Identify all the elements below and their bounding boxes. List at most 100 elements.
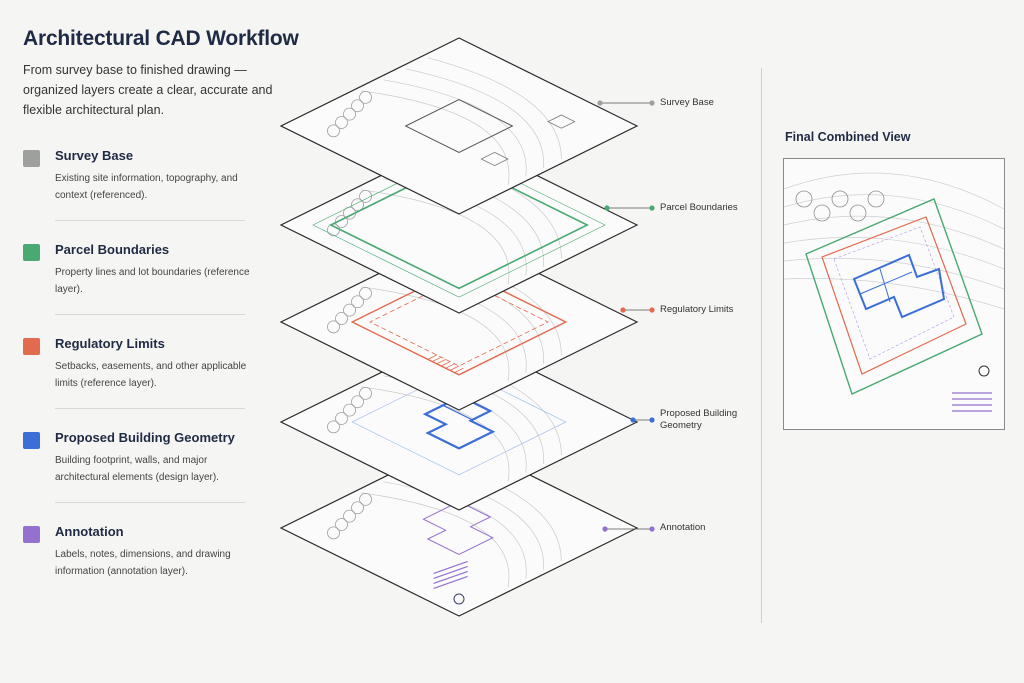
- tree-symbol: [867, 190, 885, 208]
- contour-line: [783, 237, 1005, 270]
- outbuilding: [547, 114, 576, 129]
- legend-desc: Existing site information, topography, a…: [55, 173, 238, 201]
- callout-survey-base: Survey Base: [660, 97, 714, 108]
- leader-end-dot: [649, 526, 655, 532]
- layer-stack-diagram: [279, 37, 655, 617]
- leader-dot: [620, 307, 626, 313]
- leader-end-dot: [649, 205, 655, 211]
- tree-symbol: [343, 509, 356, 523]
- legend-name: Proposed Building Geometry: [55, 430, 235, 445]
- page-subtitle: From survey base to finished drawing — o…: [23, 63, 273, 117]
- north-arrow-icon: [453, 593, 465, 605]
- title-block-line: [433, 570, 468, 584]
- tree-symbol: [359, 286, 372, 300]
- contour-line: [361, 386, 510, 482]
- final-combined-view: [783, 158, 1005, 430]
- contour-line: [361, 492, 510, 588]
- layer-sheet-building: [279, 333, 639, 511]
- swatch-survey-base: [23, 150, 40, 167]
- building-footprint: [852, 253, 946, 319]
- callout-annotation: Annotation: [660, 522, 706, 533]
- building-footprint: [422, 395, 496, 450]
- contour-line: [361, 90, 510, 186]
- contour-line: [427, 57, 562, 160]
- tree-symbol: [351, 198, 364, 212]
- swatch-proposed-building: [23, 432, 40, 449]
- callout-parcel-boundaries: Parcel Boundaries: [660, 202, 738, 213]
- parcel-offset: [312, 152, 606, 298]
- outbuilding: [480, 151, 509, 167]
- tree-symbol: [343, 403, 356, 417]
- legend-name: Annotation: [55, 524, 124, 539]
- tree-symbol: [335, 412, 348, 425]
- tree-symbol: [831, 190, 849, 208]
- tree-symbol: [351, 295, 364, 309]
- tree-symbol: [335, 518, 348, 531]
- interior-wall: [859, 271, 913, 295]
- annotated-footprint: [422, 501, 494, 555]
- leader-dot: [604, 205, 610, 211]
- contour-line: [783, 215, 1005, 250]
- swatch-parcel-boundaries: [23, 244, 40, 261]
- sheet-outline: [279, 233, 639, 411]
- callout-proposed-building: Proposed Building Geometry: [660, 408, 738, 431]
- tree-symbol: [327, 420, 340, 434]
- title-block-line: [433, 575, 468, 589]
- contour-line: [361, 286, 510, 382]
- legend-desc: Labels, notes, dimensions, and drawing i…: [55, 549, 231, 577]
- legend-divider: [55, 408, 245, 409]
- interior-wall: [442, 404, 473, 421]
- legend-desc: Setbacks, easements, and other applicabl…: [55, 361, 247, 389]
- tree-symbol: [343, 107, 356, 121]
- hatch-line: [458, 370, 469, 376]
- leader-end-dot: [649, 307, 655, 313]
- sheet-outline: [279, 136, 639, 314]
- tree-symbol: [335, 116, 348, 129]
- parcel-boundary: [328, 160, 590, 290]
- swatch-regulatory-limits: [23, 338, 40, 355]
- hatch-line: [449, 365, 460, 371]
- tree-symbol: [335, 312, 348, 325]
- sheet-outline: [279, 439, 639, 617]
- parcel-boundary: [805, 198, 983, 395]
- tree-symbol: [351, 395, 364, 409]
- contour-line: [783, 194, 1005, 230]
- tree-symbol: [335, 215, 348, 228]
- tree-symbol: [795, 190, 813, 208]
- tree-symbol: [327, 320, 340, 334]
- leader-dot: [597, 100, 603, 106]
- legend-desc: Building footprint, walls, and major arc…: [55, 455, 219, 483]
- tree-symbol: [327, 124, 340, 138]
- page-title: Architectural CAD Workflow: [23, 27, 299, 50]
- north-arrow-icon: [978, 365, 990, 377]
- vertical-divider: [761, 68, 762, 623]
- layer-sheet-annotation: [279, 439, 639, 617]
- sheet-outline: [279, 37, 639, 215]
- layer-sheet-parcel: [279, 136, 639, 314]
- final-view-title: Final Combined View: [785, 130, 911, 144]
- legend-desc: Property lines and lot boundaries (refer…: [55, 267, 250, 295]
- sheet-outline: [279, 333, 639, 511]
- reference-outline: [351, 368, 567, 476]
- contour-line: [361, 189, 510, 285]
- final-combined-drawing: [783, 172, 1005, 412]
- dimension-outline: [833, 226, 955, 360]
- contour-line: [783, 278, 1005, 310]
- tree-symbol: [343, 303, 356, 317]
- legend-name: Regulatory Limits: [55, 336, 165, 351]
- legend-name: Parcel Boundaries: [55, 242, 170, 257]
- tree-symbol: [351, 501, 364, 515]
- title-block-line: [433, 565, 468, 579]
- legend-divider: [55, 314, 245, 315]
- leader-end-dot: [649, 417, 655, 423]
- legend-divider: [55, 502, 245, 503]
- legend-divider: [55, 220, 245, 221]
- tree-symbol: [849, 204, 867, 222]
- easement-line: [369, 277, 549, 367]
- legend-name: Survey Base: [55, 148, 134, 163]
- contour-line: [783, 172, 1005, 210]
- hatch-line: [427, 354, 437, 360]
- tree-symbol: [327, 526, 340, 540]
- hatch-line: [454, 367, 464, 373]
- swatch-annotation: [23, 526, 40, 543]
